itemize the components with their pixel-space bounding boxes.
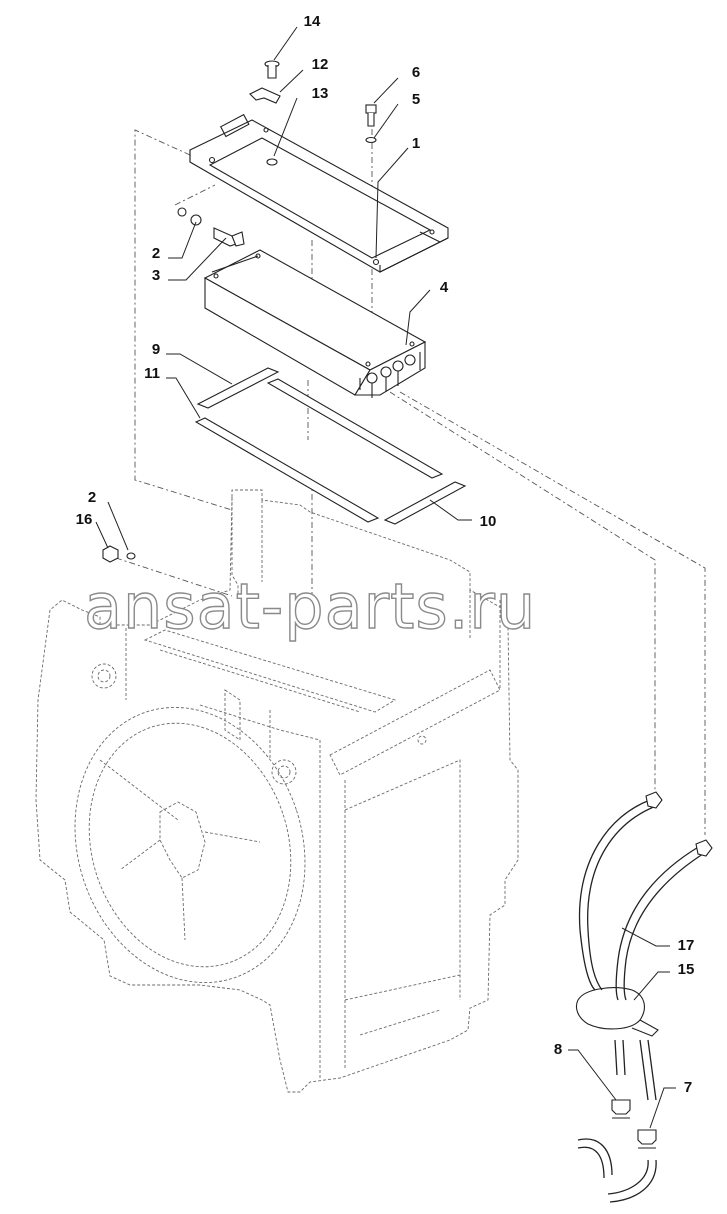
callout-1: 1 bbox=[412, 135, 420, 152]
bolt-part-3 bbox=[213, 227, 245, 247]
callout-15: 15 bbox=[678, 961, 695, 978]
gasket-strip-part-9 bbox=[196, 367, 280, 409]
cab-housing-outline bbox=[35, 489, 519, 1093]
clip-part-12 bbox=[249, 87, 281, 104]
washer-part-2b bbox=[126, 552, 136, 560]
callout-9: 9 bbox=[152, 341, 160, 358]
nut-part-16 bbox=[102, 545, 119, 563]
watermark-text: ansat-parts.ru bbox=[84, 570, 536, 643]
callout-3: 3 bbox=[152, 267, 160, 284]
callout-8: 8 bbox=[554, 1041, 562, 1058]
washer-part-5 bbox=[365, 136, 377, 144]
callout-13: 13 bbox=[312, 85, 329, 102]
washers-part-2 bbox=[177, 207, 202, 226]
fitting-part-8 bbox=[611, 1099, 631, 1119]
callout-5: 5 bbox=[412, 91, 420, 108]
bolt-part-6 bbox=[365, 104, 377, 127]
callout-2-lower: 2 bbox=[88, 489, 96, 506]
callout-16: 16 bbox=[76, 511, 93, 528]
top-plate-part-1 bbox=[189, 113, 449, 273]
callout-12: 12 bbox=[312, 56, 329, 73]
callout-17: 17 bbox=[678, 937, 695, 954]
leader-lines bbox=[95, 26, 676, 1129]
screw-part-14 bbox=[264, 60, 280, 79]
callout-2-upper: 2 bbox=[152, 245, 160, 262]
callout-14: 14 bbox=[304, 13, 321, 30]
gasket-strip-part-11 bbox=[194, 378, 444, 523]
gasket-strip-part-10 bbox=[383, 481, 467, 525]
callout-10: 10 bbox=[480, 513, 497, 530]
callout-11: 11 bbox=[144, 365, 160, 382]
clamp-part-15 bbox=[575, 987, 659, 1037]
nut-part-13 bbox=[266, 158, 278, 166]
fitting-part-7 bbox=[637, 1129, 657, 1149]
callout-labels: 14 12 13 6 5 1 2 3 4 9 11 10 2 16 17 15 … bbox=[76, 13, 695, 1096]
control-box-part-4 bbox=[203, 249, 427, 398]
callout-7: 7 bbox=[684, 1079, 692, 1096]
callout-4: 4 bbox=[440, 279, 449, 296]
callout-6: 6 bbox=[412, 64, 420, 81]
hose-part-17 bbox=[577, 791, 713, 1203]
